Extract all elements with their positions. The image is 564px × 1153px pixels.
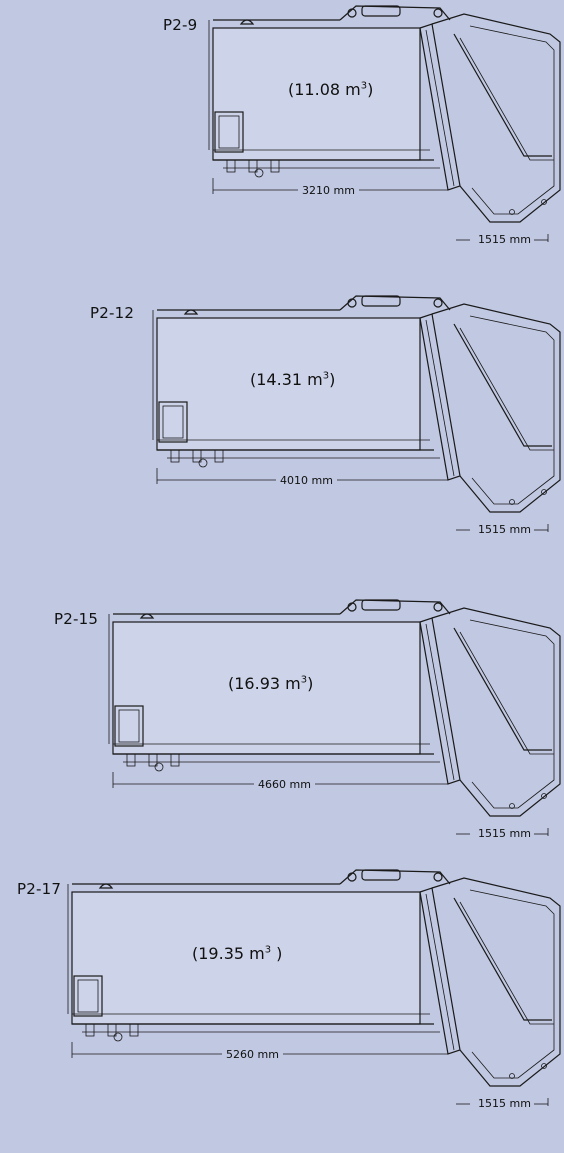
body-length-dimension: 3210 mm (298, 184, 359, 197)
body-length-dimension: 4010 mm (276, 474, 337, 487)
front-step-box (214, 111, 244, 153)
volume-label: (19.35 m3 ) (192, 944, 283, 963)
hopper-outline (431, 607, 561, 817)
pivot-icon (347, 602, 357, 612)
mount-bracket (248, 159, 258, 173)
drain-icon (509, 1073, 515, 1079)
body-box (156, 317, 421, 451)
roof-light-icon (239, 19, 255, 25)
drain-icon (541, 199, 547, 205)
front-step-inner (162, 405, 184, 439)
body-box (112, 621, 421, 755)
drain-icon (541, 793, 547, 799)
front-step-inner (77, 979, 99, 1013)
front-step-inner (118, 709, 140, 743)
roof-light-icon (98, 883, 114, 889)
front-step-inner (218, 115, 240, 149)
pivot-icon (433, 298, 443, 308)
pivot-icon (433, 872, 443, 882)
pivot-icon (433, 8, 443, 18)
tail-length-dimension: 1515 mm (478, 1097, 531, 1110)
mount-bracket (85, 1023, 95, 1037)
mount-bracket (170, 753, 180, 767)
truck-body-unit-p2-12: P2-12 (14.31 m3) 4010 mm 1515 mm (0, 290, 564, 578)
body-length-dimension: 4660 mm (254, 778, 315, 791)
truck-body-drawing (152, 295, 561, 532)
drain-icon (509, 803, 515, 809)
hopper-outline (431, 303, 561, 513)
mount-bracket (170, 449, 180, 463)
mount-bracket (129, 1023, 139, 1037)
tailgate-seal-inner (425, 29, 455, 187)
hopper-arm-inner (459, 327, 554, 451)
tail-length-dimension: 1515 mm (478, 827, 531, 840)
front-step-box (158, 401, 188, 443)
chassis-bolt (254, 168, 264, 178)
pivot-icon (433, 602, 443, 612)
volume-label: (16.93 m3) (228, 674, 314, 693)
truck-body-unit-p2-9: P2-9 (11.08 m3) 3210 mm 1515 mm (0, 0, 564, 288)
mount-bracket (148, 753, 158, 767)
truck-body-unit-p2-17: P2-17 (19.35 m3 ) 5260 mm 1515 mm (0, 864, 564, 1152)
drain-icon (541, 1063, 547, 1069)
mount-bracket (192, 449, 202, 463)
body-box (212, 27, 421, 161)
tail-length-dimension: 1515 mm (478, 523, 531, 536)
mount-bracket (270, 159, 280, 173)
tail-length-dimension: 1515 mm (478, 233, 531, 246)
roof-light-icon (139, 613, 155, 619)
truck-body-drawing (108, 599, 561, 836)
hopper-arm (453, 897, 552, 1021)
tailgate-seal-inner (425, 893, 455, 1051)
pivot-icon (347, 8, 357, 18)
pivot-icon (347, 872, 357, 882)
model-label: P2-15 (54, 610, 99, 628)
volume-label: (11.08 m3) (288, 80, 374, 99)
hopper-arm (453, 627, 552, 751)
model-label: P2-17 (17, 880, 62, 898)
mount-bracket (126, 753, 136, 767)
hopper-inner (469, 889, 555, 1079)
front-step-box (114, 705, 144, 747)
model-label: P2-9 (163, 16, 198, 34)
hopper-arm-inner (459, 631, 554, 755)
hopper-arm-inner (459, 901, 554, 1025)
body-length-dimension: 5260 mm (222, 1048, 283, 1061)
volume-label: (14.31 m3) (250, 370, 336, 389)
hopper-inner (469, 25, 555, 215)
pivot-icon (347, 298, 357, 308)
mount-bracket (214, 449, 224, 463)
hopper-outline (431, 13, 561, 223)
model-label: P2-12 (90, 304, 135, 322)
hopper-arm-inner (459, 37, 554, 161)
truck-body-unit-p2-15: P2-15 (16.93 m3) 4660 mm 1515 mm (0, 594, 564, 882)
chassis-bolt (154, 762, 164, 772)
hopper-outline (431, 877, 561, 1087)
drain-icon (509, 209, 515, 215)
hopper-inner (469, 619, 555, 809)
mount-bracket (107, 1023, 117, 1037)
body-box (71, 891, 421, 1025)
roof-light-icon (183, 309, 199, 315)
tailgate-seal-inner (425, 319, 455, 477)
hopper-arm (453, 33, 552, 157)
mount-bracket (226, 159, 236, 173)
hopper-inner (469, 315, 555, 505)
drain-icon (541, 489, 547, 495)
hopper-arm (453, 323, 552, 447)
chassis-bolt (113, 1032, 123, 1042)
tailgate-seal-inner (425, 623, 455, 781)
truck-body-drawing (208, 5, 561, 242)
drain-icon (509, 499, 515, 505)
chassis-bolt (198, 458, 208, 468)
front-step-box (73, 975, 103, 1017)
